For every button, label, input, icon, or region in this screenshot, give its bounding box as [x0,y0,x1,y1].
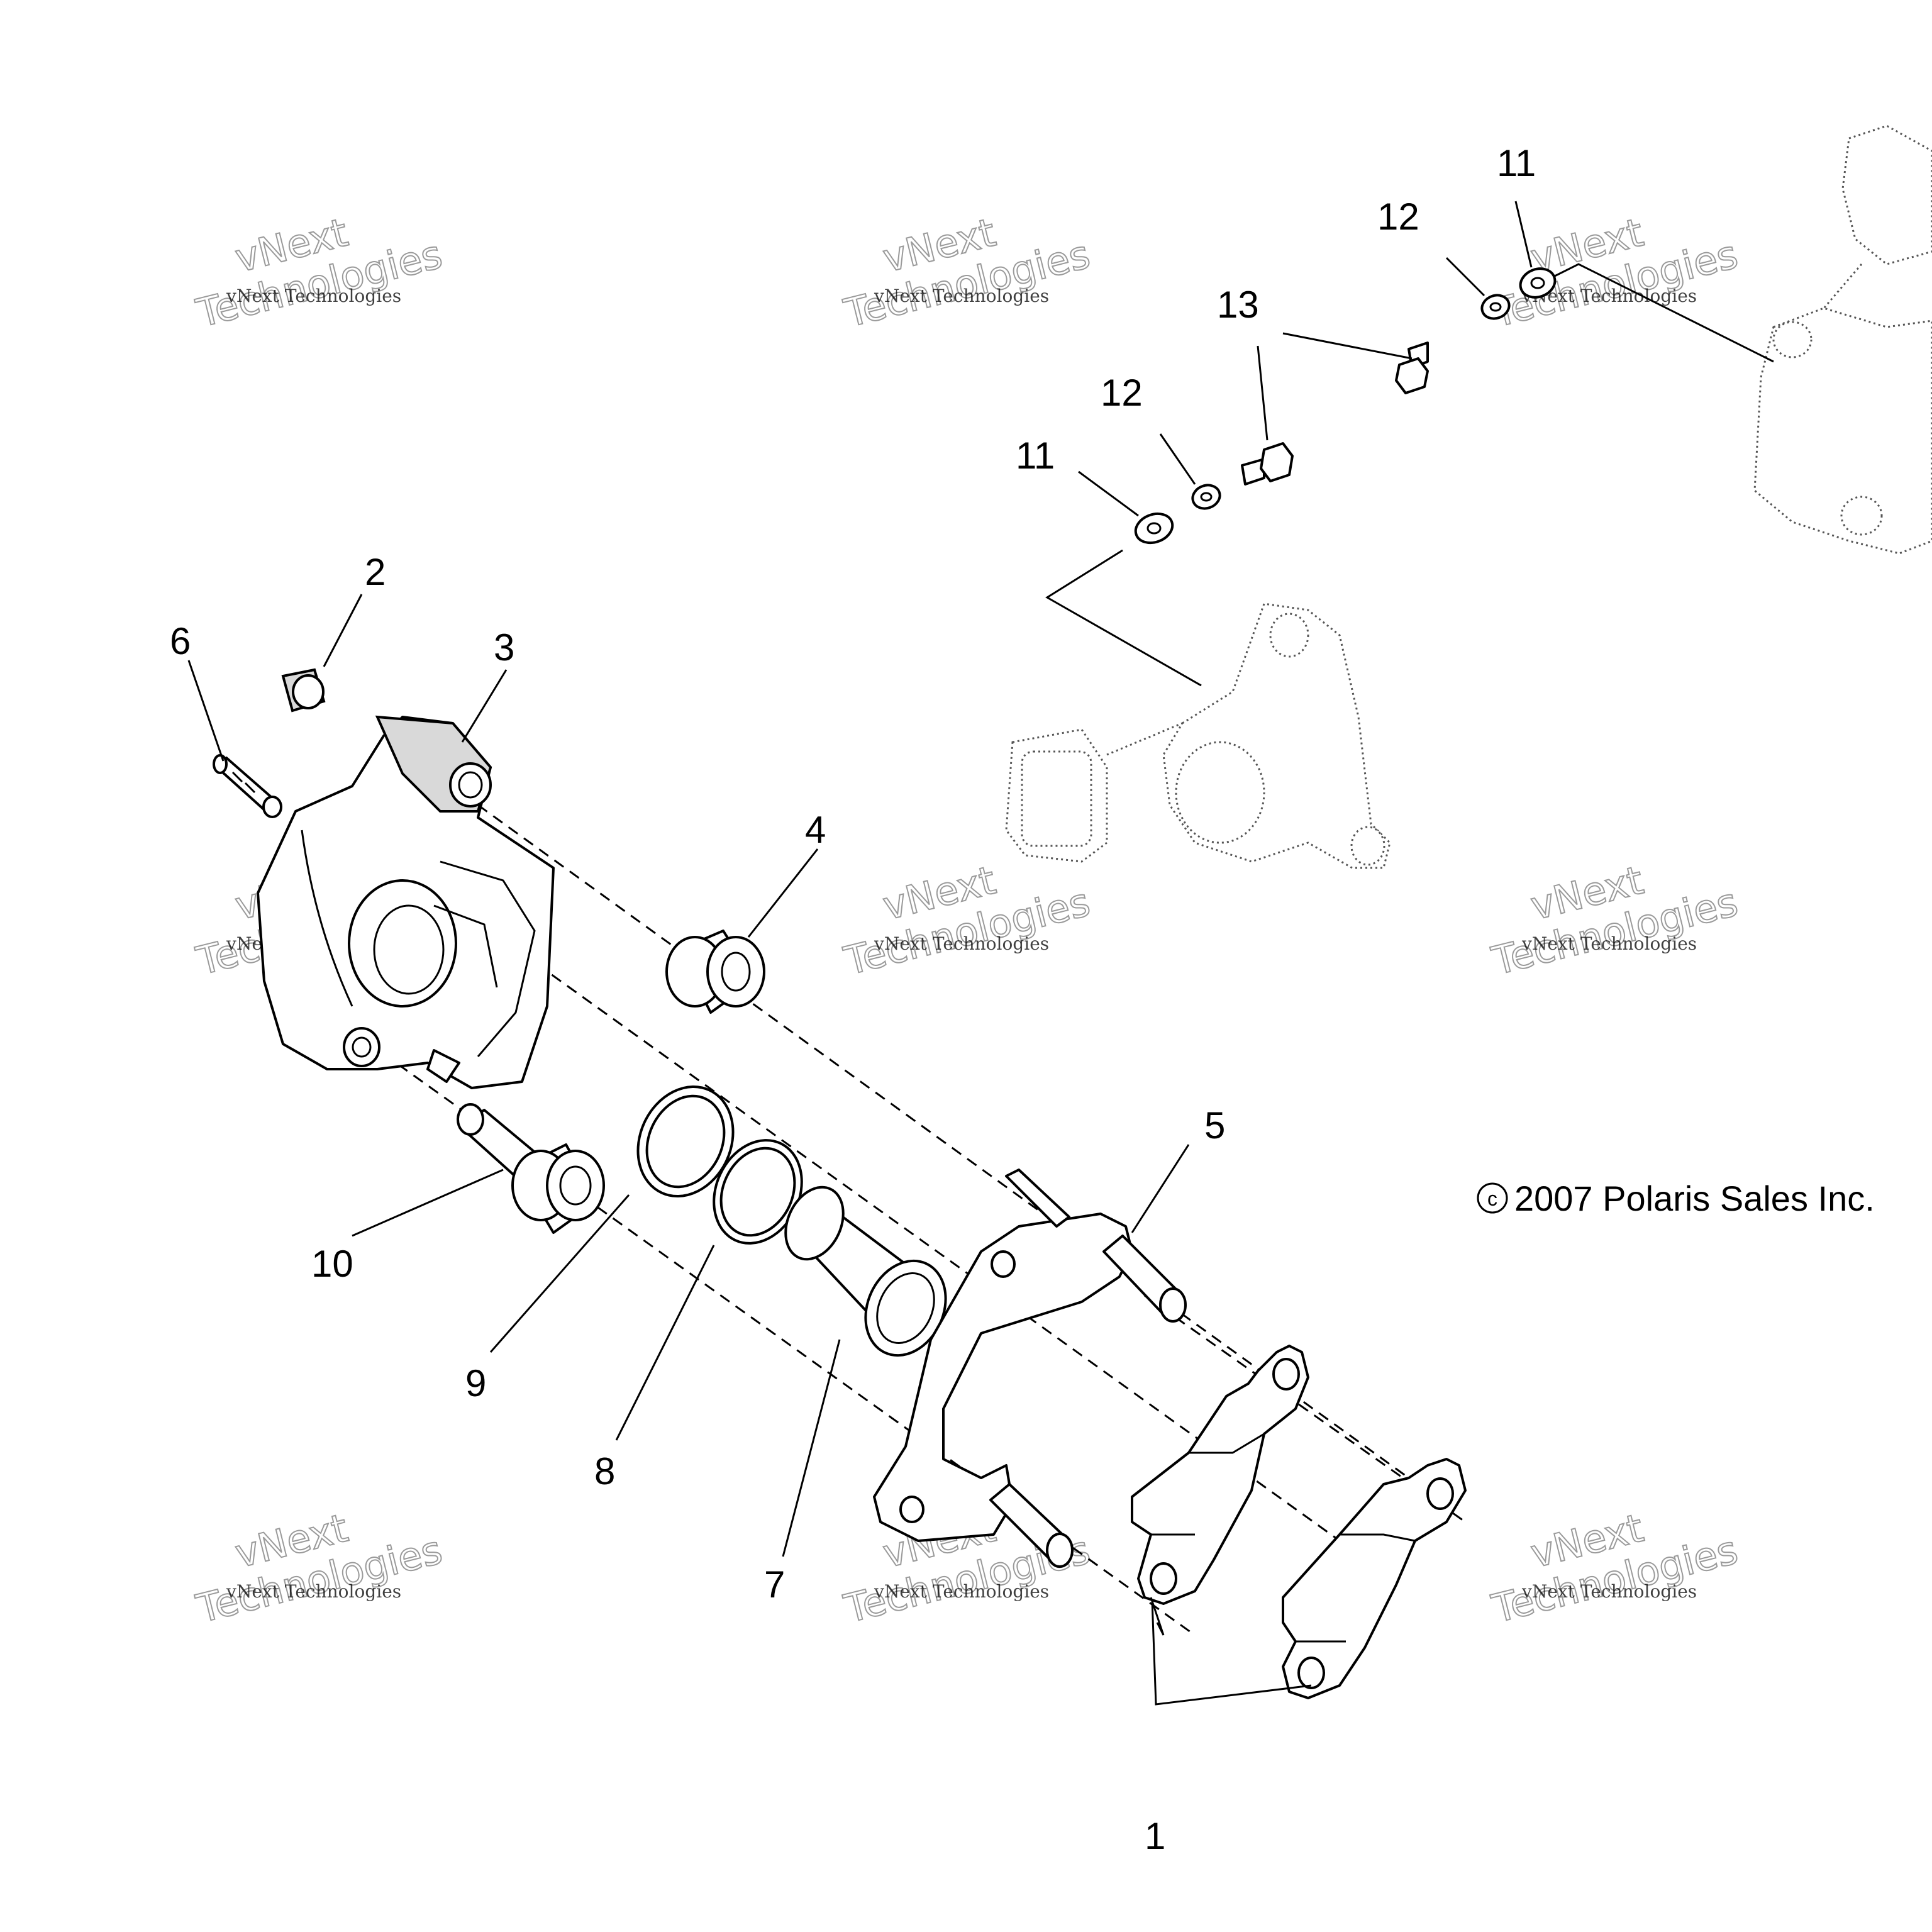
callout-10: 10 [311,1243,353,1285]
watermark-small: vNext Technologies [874,286,1049,306]
part-1-brake-pad-front [1131,1345,1309,1605]
watermark-small: vNext Technologies [874,933,1049,954]
leader-lines [187,201,1774,1706]
part-12-washer-lower [1191,484,1221,510]
watermark-small: vNext Technologies [1521,1581,1697,1602]
callout-4: 4 [805,809,826,851]
watermark-small: vNext Technologies [874,1581,1049,1602]
callout-8: 8 [594,1450,615,1492]
part-3-caliper-body [257,715,555,1089]
watermark-small: vNext Technologies [1521,933,1697,954]
part-4-boot [665,930,765,1014]
callout-12-upper: 12 [1377,196,1419,238]
watermark-tile: Technologies vNext vNext Technologies [1487,209,1743,337]
watermark-tile: Technologies vNext vNext Technologies [839,857,1095,985]
callout-12-lower: 12 [1101,372,1143,414]
part-9-seal-ring [636,1085,735,1198]
copyright-notice: c 2007 Polaris Sales Inc. [1477,1179,1875,1218]
watermark-tile: Technologies vNext vNext Technologies [839,209,1095,337]
part-6-bleeder-screw [213,754,282,818]
copyright-circle-icon [1477,1182,1508,1214]
copyright-text: 2007 Polaris Sales Inc. [1514,1179,1875,1218]
watermark-tile: Technologies vNext vNext Technologies [191,209,447,337]
callout-9: 9 [465,1362,486,1404]
copyright-symbol: c [1487,1187,1497,1210]
part-13-bolt-lower [1241,442,1294,486]
callout-6: 6 [170,620,191,662]
part-7-piston [784,1185,947,1357]
part-8-seal-ring [713,1139,803,1245]
part-11-washer-lower [1134,512,1174,545]
callout-13: 13 [1217,284,1259,326]
callout-11-lower: 11 [1016,435,1055,477]
part-12-washer-upper [1480,294,1511,320]
assembled-caliper-ghost-center [1005,602,1391,869]
assembled-caliper-ghost-right [1753,125,1932,555]
watermark-tile: Technologies vNext vNext Technologies [1487,857,1743,985]
watermark-tile: Technologies vNext vNext Technologies [1487,1504,1743,1633]
part-10-slide-pin [457,1103,605,1234]
callout-2: 2 [365,551,386,593]
part-2-bushing [281,668,326,713]
callout-1: 1 [1145,1815,1165,1857]
watermark-tile: Technologies vNext vNext Technologies [191,1504,447,1633]
callout-5: 5 [1204,1104,1225,1146]
callout-11-upper: 11 [1497,142,1536,184]
part-1-brake-pad-rear [1282,1458,1467,1699]
callout-3: 3 [494,626,514,669]
watermark-small: vNext Technologies [226,286,401,306]
watermark-small: vNext Technologies [226,1581,401,1602]
part-13-bolt-upper [1395,341,1429,394]
callout-7: 7 [764,1563,785,1606]
part-5-mounting-bracket [873,1169,1187,1568]
